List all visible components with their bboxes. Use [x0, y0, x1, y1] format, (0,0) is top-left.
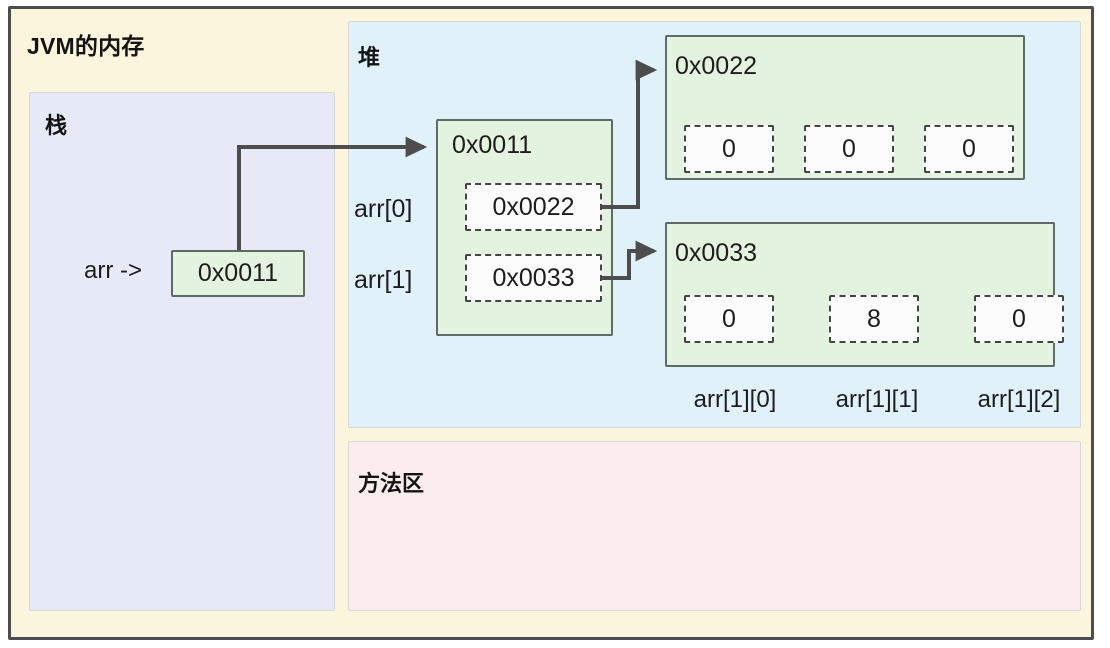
slot-value-arr1: 0x0033 [465, 254, 602, 302]
heap-object-0x0033-cells: 0 8 0 [684, 295, 1064, 343]
stack-variable-label: arr -> [84, 257, 143, 284]
stack-region [29, 92, 335, 611]
method-area-region-title: 方法区 [358, 471, 425, 496]
heap-region-title: 堆 [358, 45, 381, 70]
stack-region-title: 栈 [45, 113, 68, 138]
slot-label-arr0: arr[0] [354, 195, 413, 223]
array-cell: 0 [684, 125, 774, 173]
slot-label-arr1: arr[1] [354, 266, 413, 294]
cell-index-label: arr[1][2] [977, 386, 1061, 413]
slot-value-arr0: 0x0022 [465, 183, 602, 231]
heap-object-0x0022-cells: 0 0 0 [684, 125, 1014, 173]
jvm-memory-title: JVM的内存 [27, 33, 145, 59]
array-cell: 0 [974, 295, 1064, 343]
heap-object-0x0022-address: 0x0022 [675, 52, 758, 80]
array-cell: 0 [684, 295, 774, 343]
heap-object-0x0011-address: 0x0011 [452, 131, 533, 159]
cell-index-label: arr[1][1] [835, 386, 919, 413]
stack-variable-value-box: 0x0011 [171, 250, 305, 297]
array-cell: 8 [829, 295, 919, 343]
array-cell: 0 [924, 125, 1014, 173]
heap-object-0x0033-address: 0x0033 [675, 239, 758, 267]
array-cell: 0 [804, 125, 894, 173]
heap-object-0x0033-cell-labels: arr[1][0] arr[1][1] arr[1][2] [676, 386, 1078, 414]
cell-index-label: arr[1][0] [693, 386, 777, 413]
method-area-region [348, 441, 1081, 611]
